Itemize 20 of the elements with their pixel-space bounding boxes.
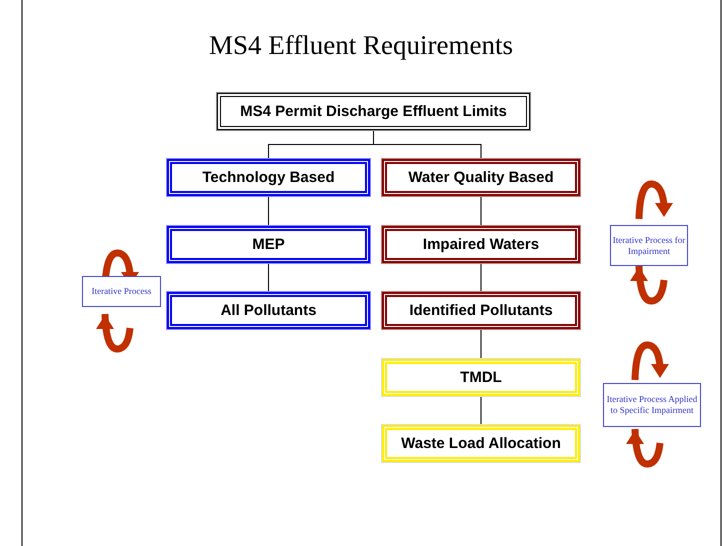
title: MS4 Effluent Requirements — [208, 30, 514, 61]
process-box: Identified Pollutants — [382, 292, 580, 329]
connector-line — [480, 262, 482, 292]
connector-line — [480, 328, 482, 360]
process-box: MS4 Permit Discharge Effluent Limits — [217, 93, 530, 130]
process-box: Impaired Waters — [382, 226, 580, 263]
process-box: MEP — [167, 226, 370, 263]
connector-line — [268, 262, 269, 292]
process-box: All Pollutants — [167, 292, 370, 329]
process-box: Water Quality Based — [382, 159, 580, 196]
note-box: Iterative Process — [82, 276, 161, 307]
process-box: Technology Based — [167, 159, 370, 196]
process-box: Waste Load Allocation — [382, 425, 580, 462]
connector-line — [480, 396, 482, 426]
process-box: TMDL — [382, 359, 580, 396]
connector-line — [373, 130, 482, 160]
connector-line — [268, 196, 269, 226]
note-box: Iterative Process for Impairment — [610, 225, 688, 266]
connector-line — [480, 196, 482, 226]
note-box: Iterative Process Applied to Specific Impairment — [603, 383, 701, 427]
